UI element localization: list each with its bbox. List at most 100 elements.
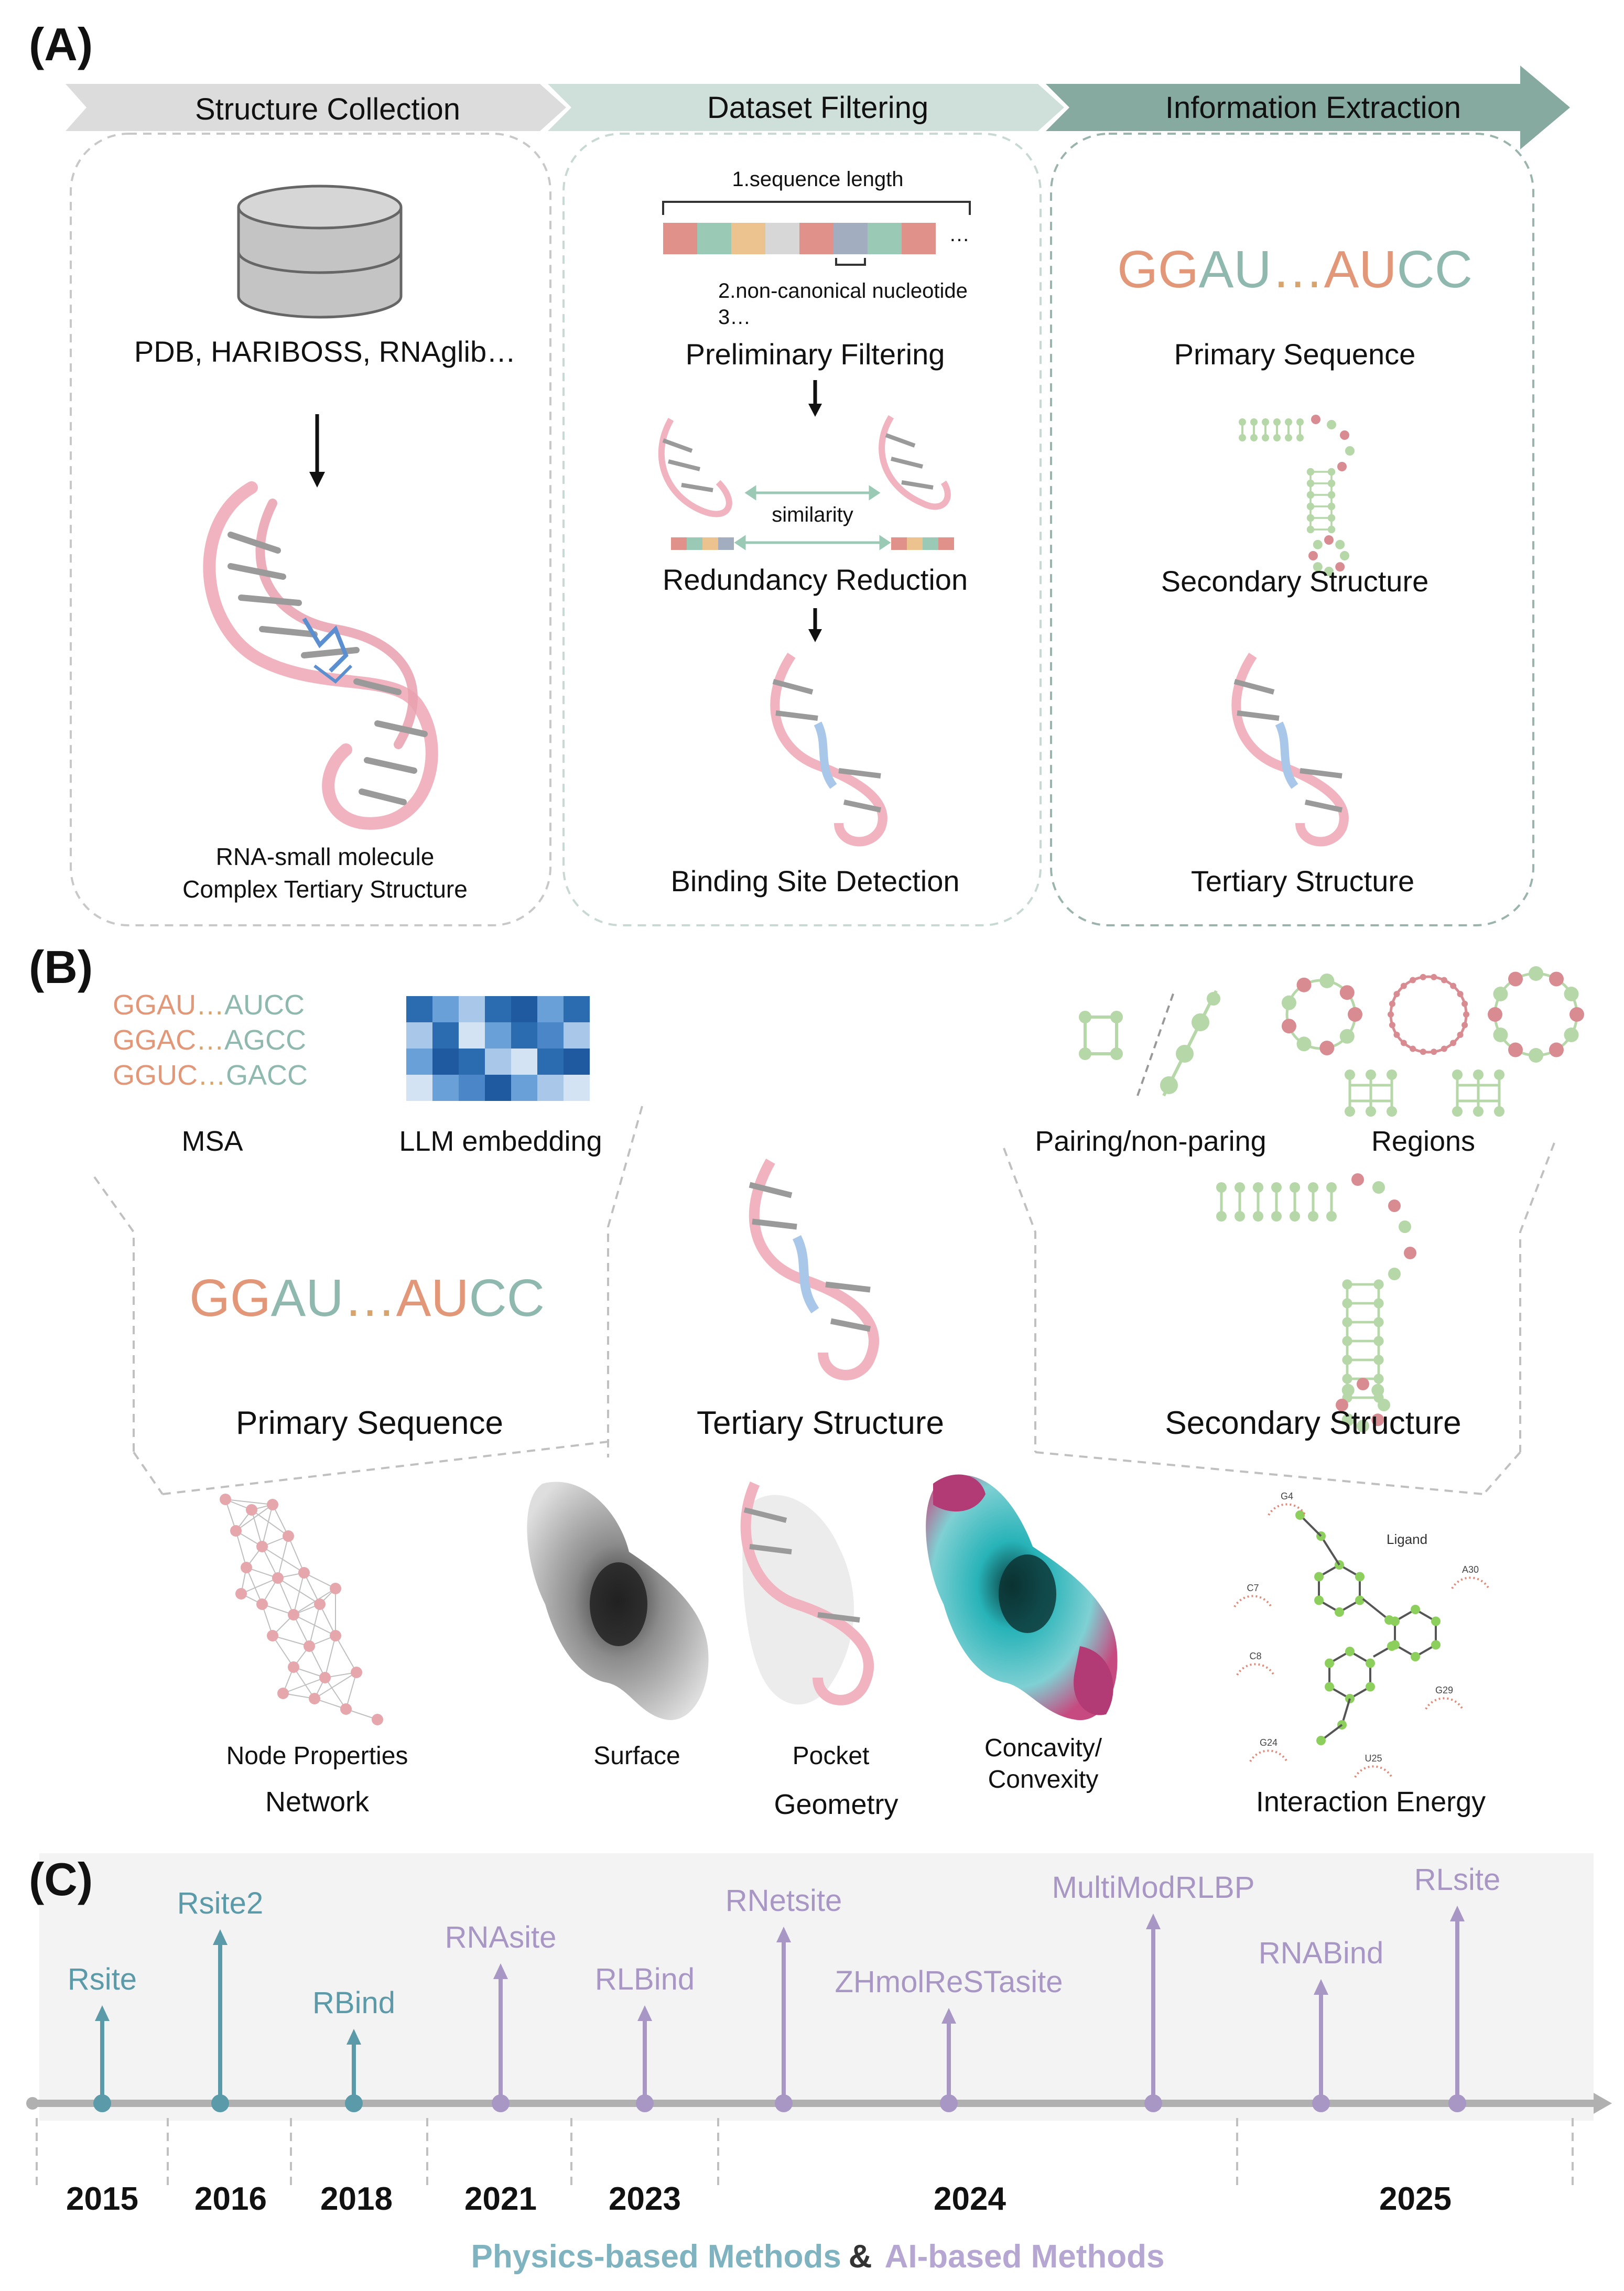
region-node — [1296, 1036, 1312, 1052]
ligand-ring — [1328, 1650, 1371, 1700]
step-structure-collection: Structure Collection — [195, 92, 460, 126]
embedding-cell — [459, 1075, 485, 1101]
year-label: 2018 — [320, 2181, 393, 2217]
hydrophobic-contact-arc — [1425, 1697, 1464, 1710]
network-edge — [241, 1577, 278, 1594]
loop-node — [1404, 1247, 1416, 1259]
method-label: RNetsite — [726, 1884, 842, 1918]
network-edge — [319, 1604, 336, 1636]
rna-similarity-left — [658, 418, 734, 550]
method-stem-arrowhead — [95, 2005, 110, 2021]
region-node — [1400, 1040, 1407, 1046]
ligand-atom — [1316, 1736, 1326, 1745]
secondary-structure-label-a: Secondary Structure — [1161, 565, 1428, 598]
residue-label: A30 — [1462, 1564, 1479, 1575]
nucleotide-node — [1239, 434, 1246, 441]
timeline-start-dot — [26, 2097, 39, 2110]
loop-node — [1327, 420, 1336, 429]
method-dot — [211, 2094, 229, 2112]
secondary-structure-label-b: Secondary Structure — [1165, 1405, 1461, 1441]
similarity-arrows — [734, 485, 891, 550]
method-dot — [636, 2094, 654, 2112]
region-node — [1494, 1069, 1504, 1080]
embedding-cell — [511, 1075, 537, 1101]
network-edge — [272, 1635, 294, 1668]
loop-node — [1378, 1399, 1390, 1411]
loop-node — [1324, 535, 1334, 545]
method-stem-arrowhead — [1450, 1906, 1465, 1921]
loop-node — [1335, 539, 1345, 549]
hydrophobic-contact-arc — [1233, 1595, 1272, 1608]
method-dot — [775, 2094, 793, 2112]
down-arrow-filter-1 — [808, 380, 822, 417]
loop-node — [1313, 562, 1323, 572]
network-edge — [324, 1635, 336, 1678]
loop-node — [1340, 430, 1349, 440]
ligand-atom — [1335, 1607, 1344, 1617]
ligand-atom — [1411, 1605, 1420, 1614]
node-properties-label: Node Properties — [226, 1742, 408, 1770]
network-edge — [304, 1572, 336, 1589]
embedding-cell — [406, 1049, 432, 1075]
region-node — [1339, 985, 1355, 1000]
box-information-extraction — [1050, 133, 1534, 926]
region-node — [1393, 1031, 1400, 1038]
region-node — [1388, 1011, 1394, 1018]
msa-row-3: GGUC…GACC — [113, 1060, 308, 1091]
method-stem-arrowhead — [1146, 1914, 1161, 1929]
loop-node — [1371, 1384, 1384, 1397]
method-label: RLsite — [1414, 1863, 1500, 1897]
region-node — [1564, 1028, 1579, 1042]
interaction-energy-label: Interaction Energy — [1256, 1786, 1486, 1818]
network-edge — [272, 1504, 289, 1537]
msa-row-1: GGAU…AUCC — [113, 989, 305, 1021]
node-network-graph — [220, 1494, 383, 1725]
region-node — [1431, 1049, 1437, 1055]
loop-node — [1341, 1413, 1355, 1427]
method-stem-arrowhead — [941, 2008, 956, 2024]
embedding-cell — [564, 1075, 590, 1101]
region-node — [1457, 1031, 1464, 1038]
network-node — [256, 1541, 268, 1552]
method-label: RNAsite — [445, 1920, 557, 1954]
embedding-cell — [485, 1022, 511, 1049]
primary-sequence-label-a: Primary Sequence — [1174, 338, 1416, 371]
region-node — [1461, 1022, 1468, 1029]
region-node — [1420, 1049, 1426, 1055]
residue-label: G24 — [1260, 1737, 1277, 1748]
loop-node — [1340, 551, 1349, 560]
region-node — [1493, 987, 1508, 1001]
nucleotide-node — [1308, 1211, 1318, 1222]
seq-part-2: AU — [1199, 240, 1272, 299]
secondary-structure-diagram-b — [1216, 1173, 1416, 1432]
ligand-atom — [1431, 1640, 1441, 1650]
geometry-label: Geometry — [774, 1789, 898, 1820]
region-node — [1319, 973, 1335, 988]
network-edge — [309, 1604, 320, 1647]
residue-label: U25 — [1365, 1753, 1382, 1764]
loop-node — [1371, 1413, 1384, 1427]
loop-node — [1308, 551, 1318, 560]
ligand-atom — [1365, 1682, 1375, 1692]
region-node — [1345, 1106, 1355, 1117]
complex-label-line1: RNA-small molecule — [216, 843, 435, 870]
nucleotide-node — [1326, 1211, 1337, 1222]
embedding-cell — [537, 1022, 564, 1049]
ligand-label: Ligand — [1387, 1531, 1427, 1547]
method-label: RBind — [312, 1986, 395, 2020]
rna-tertiary-a — [1231, 653, 1349, 847]
network-edge — [246, 1567, 263, 1605]
binding-site-detection-label: Binding Site Detection — [670, 864, 959, 898]
timeline-arrowhead — [1594, 2093, 1612, 2114]
loop-node — [1372, 1181, 1385, 1194]
network-node — [298, 1567, 310, 1579]
rna-similarity-right — [879, 415, 954, 550]
embedding-cell — [459, 1022, 485, 1049]
network-edge — [288, 1536, 305, 1573]
ligand-atom — [1325, 1682, 1335, 1692]
network-label: Network — [265, 1786, 370, 1818]
year-label: 2016 — [194, 2181, 267, 2217]
ligand-ring — [1318, 1563, 1361, 1614]
region-node — [1366, 1106, 1376, 1117]
region-node — [1508, 971, 1523, 987]
